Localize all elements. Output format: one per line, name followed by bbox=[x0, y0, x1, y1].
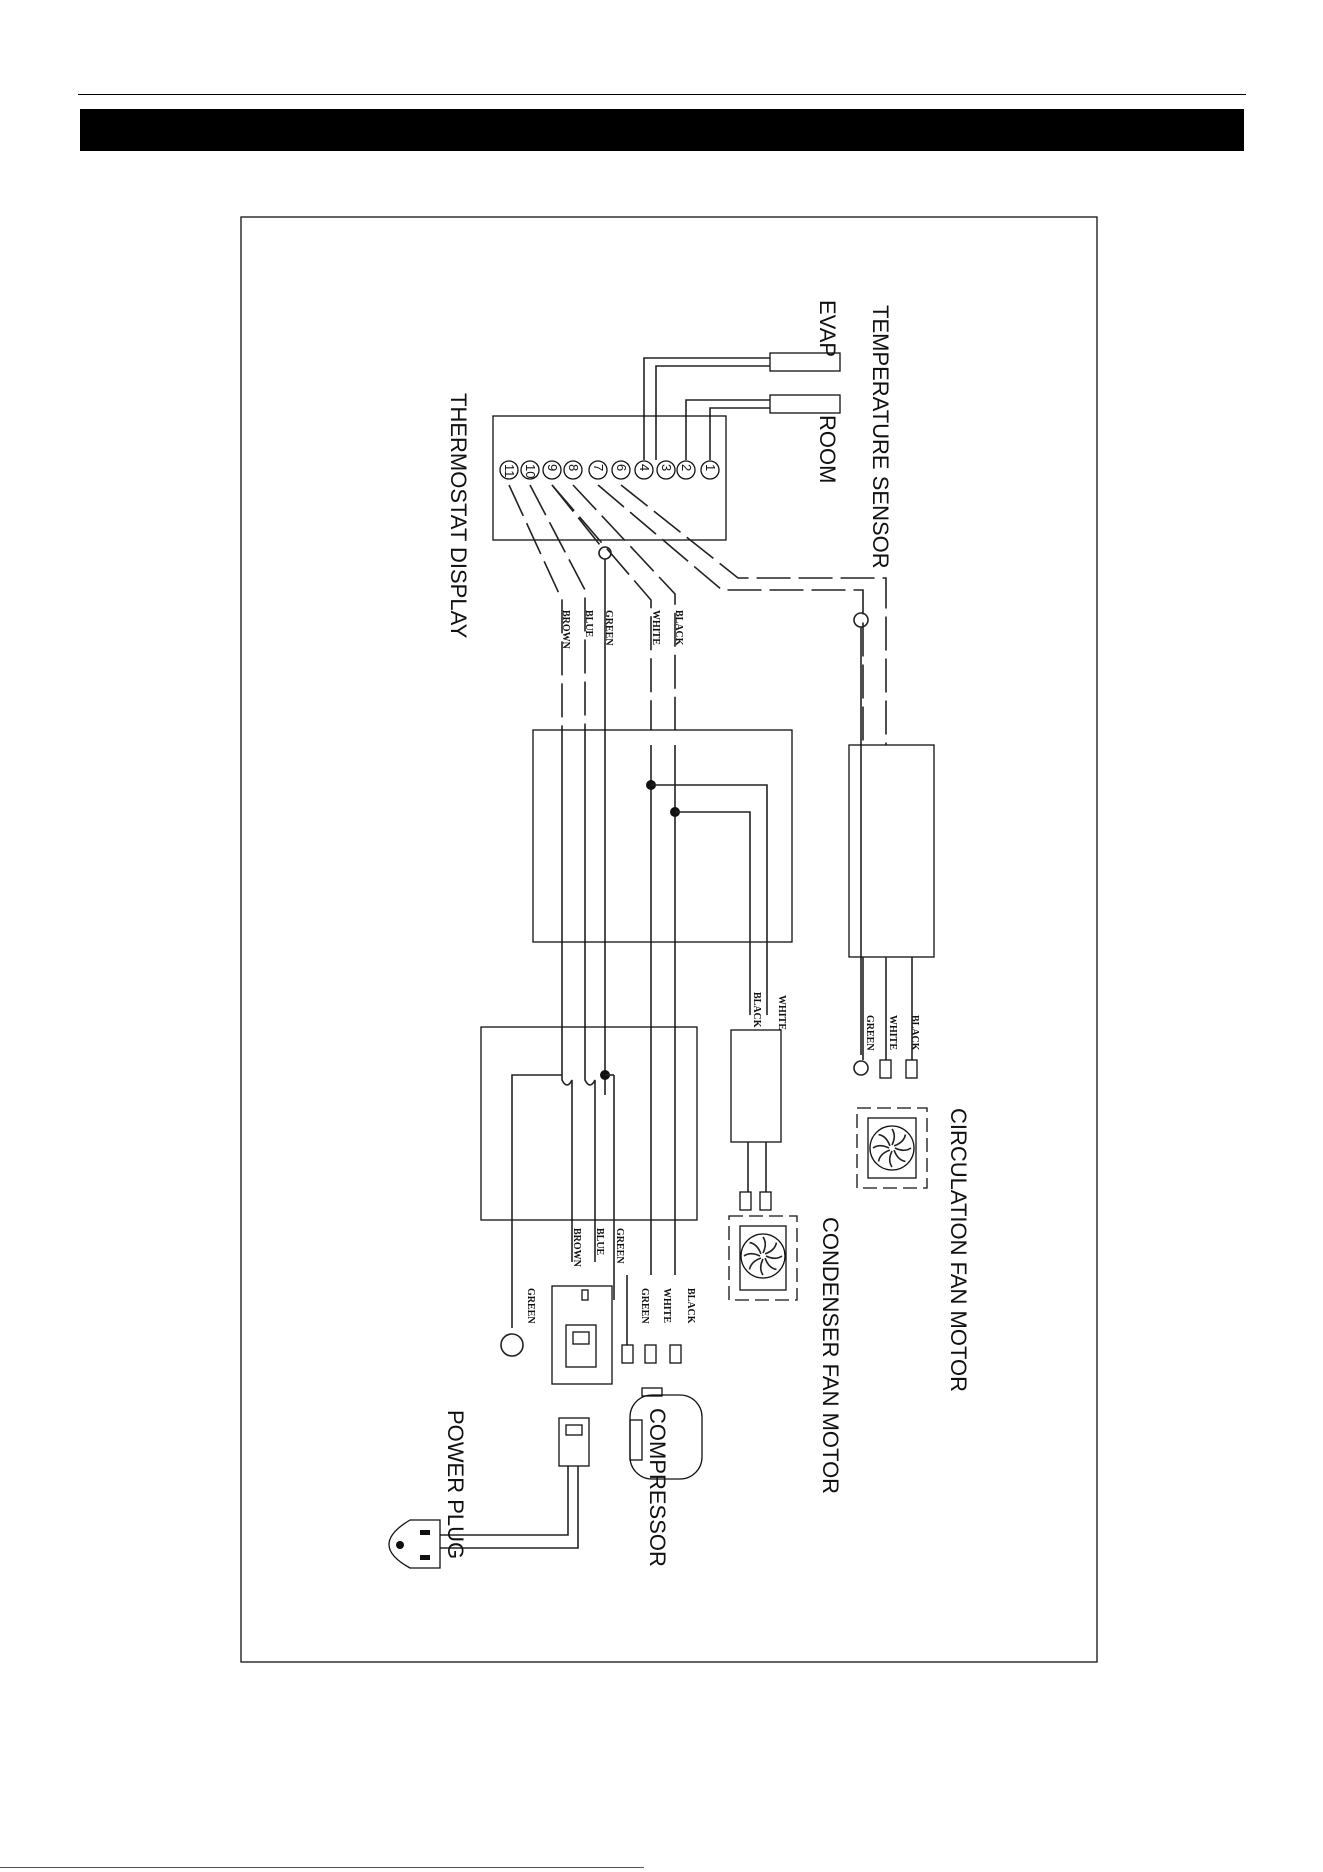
circulation-fan-motor bbox=[857, 1108, 927, 1188]
compressor-wire-label-black: BLACK bbox=[685, 1288, 696, 1324]
condenser-fan-motor-label: CONDENSER FAN MOTOR bbox=[818, 1217, 843, 1494]
compressor-wire-label-brown: BROWN bbox=[571, 1228, 582, 1268]
wire-label-green: GREEN bbox=[603, 610, 614, 646]
room-label: ROOM bbox=[815, 415, 840, 483]
terminal-number: 2 bbox=[679, 464, 694, 471]
fan-blade bbox=[879, 1135, 890, 1146]
fan-blade bbox=[763, 1237, 765, 1253]
fan-blade bbox=[750, 1258, 761, 1269]
temperature-sensor-label: TEMPERATURE SENSOR bbox=[868, 305, 893, 569]
ground-ring-circulation bbox=[854, 613, 868, 627]
connector bbox=[670, 1345, 681, 1363]
power-plug bbox=[389, 1418, 589, 1568]
connector bbox=[622, 1345, 633, 1363]
terminal-number: 7 bbox=[591, 464, 606, 471]
ground-ring bbox=[854, 1061, 868, 1075]
fan-blade bbox=[892, 1129, 894, 1145]
thermostat-display: 1 234 6 7 89 10 11 bbox=[493, 416, 726, 540]
circulation-wire-label-green: GREEN bbox=[864, 1015, 875, 1051]
wire-label-black: BLACK bbox=[673, 610, 684, 646]
fan-blade bbox=[873, 1146, 889, 1148]
terminal-number: 4 bbox=[637, 464, 652, 471]
fan-blade bbox=[766, 1256, 782, 1258]
compressor-wire-label-blue: BLUE bbox=[594, 1228, 605, 1256]
fan-blade bbox=[894, 1150, 905, 1161]
condenser-wire-label-white: WHITE bbox=[776, 995, 787, 1030]
circulation-wire-label-white: WHITE bbox=[887, 1015, 898, 1050]
room-sensor bbox=[770, 395, 840, 413]
terminal-number: 1 bbox=[703, 464, 718, 471]
fan-blade bbox=[744, 1254, 760, 1256]
condenser-fan-motor bbox=[729, 1216, 797, 1300]
plug-connector-block bbox=[552, 1286, 612, 1384]
compressor-wire-label-white: WHITE bbox=[661, 1288, 672, 1323]
compressor-label: COMPRESSOR bbox=[645, 1408, 670, 1567]
terminal-number: 9 bbox=[545, 464, 560, 471]
terminal-number: 3 bbox=[659, 464, 674, 471]
connector bbox=[645, 1345, 656, 1363]
wire-label-white: WHITE bbox=[650, 610, 661, 645]
fan-blade bbox=[895, 1148, 911, 1150]
ground-ring-lower bbox=[501, 1334, 523, 1356]
bottom-rule bbox=[0, 1867, 644, 1868]
temperature-sensor-group bbox=[644, 353, 840, 460]
connector bbox=[740, 1192, 751, 1210]
wire-label-blue: BLUE bbox=[583, 610, 594, 638]
ground-ring-thermostat bbox=[599, 547, 611, 559]
fan-blade bbox=[761, 1259, 763, 1275]
thermostat-wire-labels: BLACK WHITE GREEN BLUE BROWN bbox=[560, 610, 684, 650]
capacitor-box bbox=[533, 730, 792, 942]
ground-wire-label-green: GREEN bbox=[525, 1288, 536, 1324]
terminal-number: 10 bbox=[523, 464, 538, 478]
thermostat-display-label: THERMOSTAT DISPLAY bbox=[446, 393, 471, 639]
circulation-fan-motor-label: CIRCULATION FAN MOTOR bbox=[946, 1108, 971, 1392]
fan-blade bbox=[890, 1151, 892, 1167]
connector bbox=[880, 1060, 891, 1078]
connector bbox=[760, 1192, 771, 1210]
connector bbox=[906, 1060, 917, 1078]
power-plug-label: POWER PLUG bbox=[443, 1410, 468, 1559]
condenser-wire-label-black: BLACK bbox=[751, 992, 762, 1028]
fan-blade bbox=[879, 1150, 890, 1161]
terminal-number: 6 bbox=[614, 464, 629, 471]
wire-label-brown: BROWN bbox=[560, 610, 571, 650]
fan-blade bbox=[750, 1243, 761, 1254]
condenser-capacitor bbox=[731, 1030, 781, 1142]
compressor-wire-label-green: GREEN bbox=[614, 1228, 625, 1264]
fan-blade bbox=[765, 1243, 776, 1254]
evap-label: EVAP bbox=[815, 300, 840, 357]
fan-blade bbox=[894, 1135, 905, 1146]
terminal-number: 8 bbox=[566, 464, 581, 471]
relay-box bbox=[481, 1027, 697, 1220]
terminal-number: 11 bbox=[502, 464, 517, 478]
circulation-wire-label-black: BLACK bbox=[909, 1015, 920, 1051]
compressor-wire-label-green2: GREEN bbox=[639, 1288, 650, 1324]
fan-blade bbox=[765, 1258, 776, 1269]
